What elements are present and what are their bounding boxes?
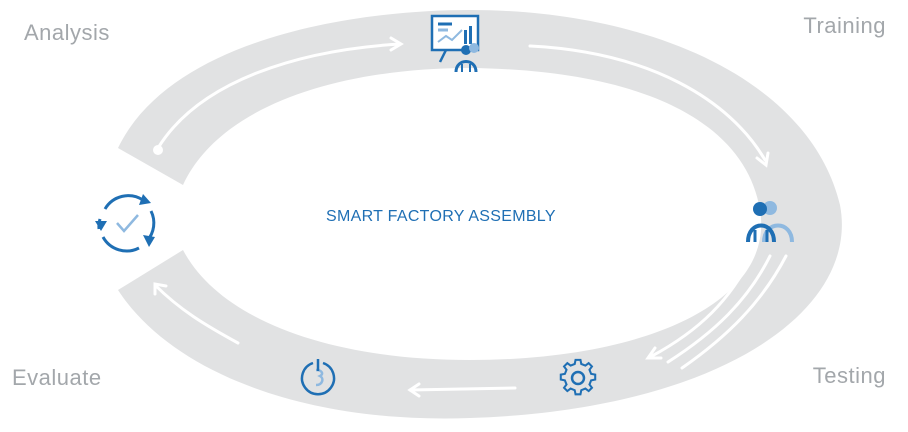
arrowhead-4 — [407, 382, 421, 398]
stage-label-analysis: Analysis — [24, 20, 110, 45]
presentation-icon — [430, 14, 480, 73]
gear-icon — [559, 358, 597, 396]
arrowhead-1 — [389, 36, 404, 52]
flow-arrow-training-team — [528, 44, 767, 162]
cycle-check-icon — [95, 194, 156, 253]
stage-label-evaluate: Evaluate — [12, 365, 102, 390]
flow-arrow-testing-1 — [650, 254, 754, 358]
flow-arrow-evaluate — [153, 283, 240, 345]
flow-arrow-testing-3 — [680, 254, 788, 370]
stage-label-training: Training — [803, 13, 886, 38]
arrowhead-5 — [153, 282, 168, 296]
stage-label-testing: Testing — [812, 363, 886, 388]
flow-arrow-analysis-training — [156, 42, 402, 150]
flow-arrow-testing-2 — [666, 254, 772, 364]
flow-arrow-gear-dial — [408, 386, 517, 392]
team-icon — [746, 201, 794, 243]
dial-icon — [300, 359, 336, 396]
flow-arrows — [153, 36, 788, 398]
arrowhead-2 — [755, 151, 770, 168]
diagram-title: SMART FACTORY ASSEMBLY — [326, 208, 556, 225]
flow-start-dot — [153, 145, 163, 155]
arrowhead-3 — [645, 346, 663, 360]
